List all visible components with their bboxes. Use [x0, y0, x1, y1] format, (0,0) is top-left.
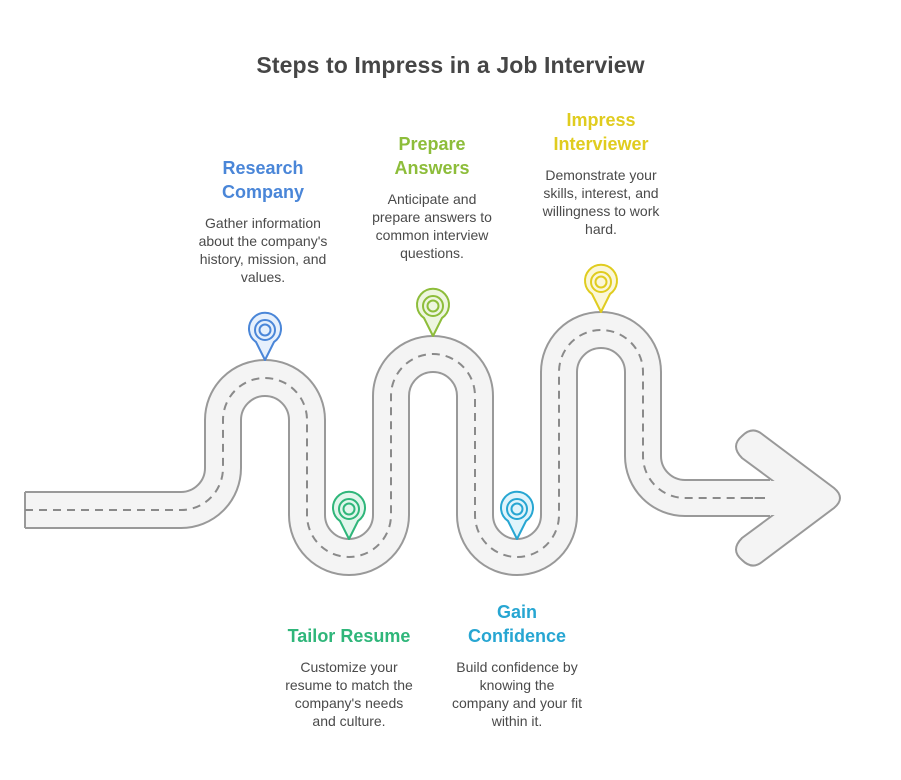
- location-pin-icon: [416, 287, 450, 337]
- description-line: common interview: [375, 227, 489, 243]
- heading-line: Confidence: [467, 626, 566, 646]
- step-description: Demonstrate your skills, interest, and w…: [516, 166, 686, 238]
- description-line: willingness to work: [542, 203, 660, 219]
- step-heading: Gain Confidence: [432, 600, 602, 648]
- step-description: Customize your resume to match the compa…: [264, 658, 434, 730]
- description-line: within it.: [491, 713, 543, 729]
- step-heading: Prepare Answers: [347, 132, 517, 180]
- description-line: knowing the: [479, 677, 555, 693]
- description-line: company's needs: [294, 695, 404, 711]
- location-pin-icon: [584, 263, 618, 313]
- description-line: Build confidence by: [456, 659, 578, 675]
- description-line: skills, interest, and: [543, 185, 659, 201]
- road-centerline: [25, 329, 765, 558]
- pin-ring-inner: [342, 502, 356, 516]
- location-pin-icon: [332, 490, 366, 540]
- step-impress-interviewer: Impress Interviewer Demonstrate your ski…: [516, 108, 686, 238]
- description-line: and culture.: [312, 713, 386, 729]
- step-research-company: Research Company Gather information abou…: [178, 156, 348, 286]
- description-line: company and your fit: [452, 695, 582, 711]
- location-pin-icon: [248, 311, 282, 361]
- heading-line: Interviewer: [553, 134, 649, 154]
- pin-ring-inner: [426, 299, 440, 313]
- location-pin-icon: [500, 490, 534, 540]
- road-surface: [25, 313, 770, 574]
- pin-ring-inner: [258, 323, 272, 337]
- heading-line: Company: [221, 182, 304, 202]
- pin-ring-outer: [590, 271, 612, 293]
- description-line: Demonstrate your: [545, 167, 657, 183]
- description-line: about the company's: [198, 233, 328, 249]
- step-tailor-resume: Tailor Resume Customize your resume to m…: [264, 624, 434, 730]
- heading-line: Answers: [394, 158, 470, 178]
- description-line: history, mission, and: [199, 251, 327, 267]
- winding-road: [24, 311, 770, 576]
- step-heading: Tailor Resume: [264, 624, 434, 648]
- description-line: resume to match the: [285, 677, 413, 693]
- pin-ring-outer: [254, 319, 276, 341]
- pins-layer: [248, 263, 618, 540]
- step-prepare-answers: Prepare Answers Anticipate and prepare a…: [347, 132, 517, 262]
- heading-line: Impress: [566, 110, 636, 130]
- arrow-join-cover: [760, 481, 800, 515]
- description-line: Anticipate and: [387, 191, 477, 207]
- heading-line: Tailor Resume: [287, 626, 411, 646]
- pin-ring-outer: [506, 498, 528, 520]
- pin-ring-inner: [510, 502, 524, 516]
- road-arrow-head: [735, 429, 841, 567]
- pin-ring-outer: [338, 498, 360, 520]
- description-line: prepare answers to: [372, 209, 492, 225]
- step-heading: Impress Interviewer: [516, 108, 686, 156]
- step-description: Gather information about the company's h…: [178, 214, 348, 286]
- step-gain-confidence: Gain Confidence Build confidence by know…: [432, 600, 602, 730]
- heading-line: Gain: [496, 602, 537, 622]
- arrow-head-shape: [735, 429, 841, 567]
- step-description: Build confidence by knowing the company …: [432, 658, 602, 730]
- step-heading: Research Company: [178, 156, 348, 204]
- heading-line: Research: [222, 158, 304, 178]
- pin-ring-outer: [422, 295, 444, 317]
- step-description: Anticipate and prepare answers to common…: [347, 190, 517, 262]
- description-line: questions.: [400, 245, 464, 261]
- description-line: Gather information: [205, 215, 321, 231]
- description-line: hard.: [585, 221, 617, 237]
- description-line: values.: [240, 269, 286, 285]
- diagram-title: Steps to Impress in a Job Interview: [256, 52, 645, 78]
- heading-line: Prepare: [398, 134, 466, 154]
- pin-ring-inner: [594, 275, 608, 289]
- description-line: Customize your: [300, 659, 398, 675]
